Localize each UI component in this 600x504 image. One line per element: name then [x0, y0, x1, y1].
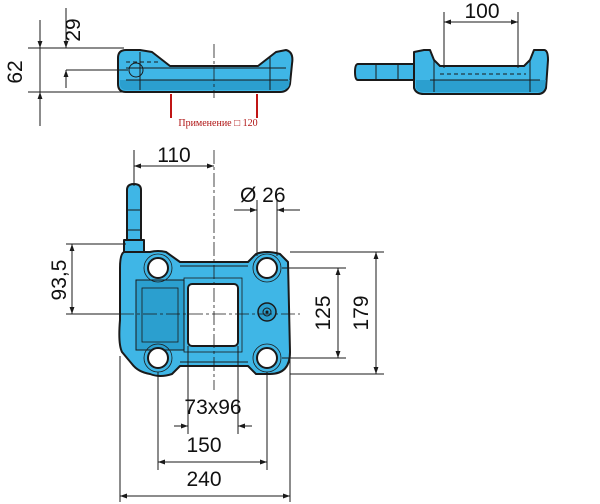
dim-pin-offset: 110	[157, 144, 190, 167]
dim-overall-width: 240	[186, 468, 221, 491]
mounting-hole-top-right	[252, 253, 282, 283]
side-view: Применение □ 120 29 62	[4, 8, 294, 129]
dim-overall-height: 179	[350, 295, 373, 330]
plan-view-left-pocket	[135, 279, 185, 351]
dim-height-top: 29	[62, 18, 85, 41]
side-view-lower-band	[120, 80, 290, 90]
rear-view: 100	[354, 0, 549, 95]
dim-width: 100	[464, 0, 499, 23]
plan-view: 110 Ø 26 93,5 125 179 73x96	[48, 144, 384, 502]
mounting-hole-bottom-right	[252, 343, 282, 373]
plan-view-window	[187, 283, 239, 347]
mounting-hole-top-left	[143, 253, 173, 283]
application-note: Применение □ 120	[178, 118, 257, 129]
dim-window: 73x96	[184, 396, 241, 419]
dim-height-total: 62	[4, 60, 27, 83]
dim-hole-spacing-vertical: 125	[312, 295, 335, 330]
mounting-hole-bottom-left	[143, 343, 173, 373]
dim-hole-diameter: Ø 26	[240, 184, 286, 207]
grease-nipple	[257, 302, 277, 322]
rear-view-pin	[354, 63, 415, 81]
dim-pin-height: 93,5	[48, 260, 71, 301]
plan-view-pin	[126, 183, 142, 251]
dim-hole-spacing-horizontal: 150	[186, 434, 221, 457]
